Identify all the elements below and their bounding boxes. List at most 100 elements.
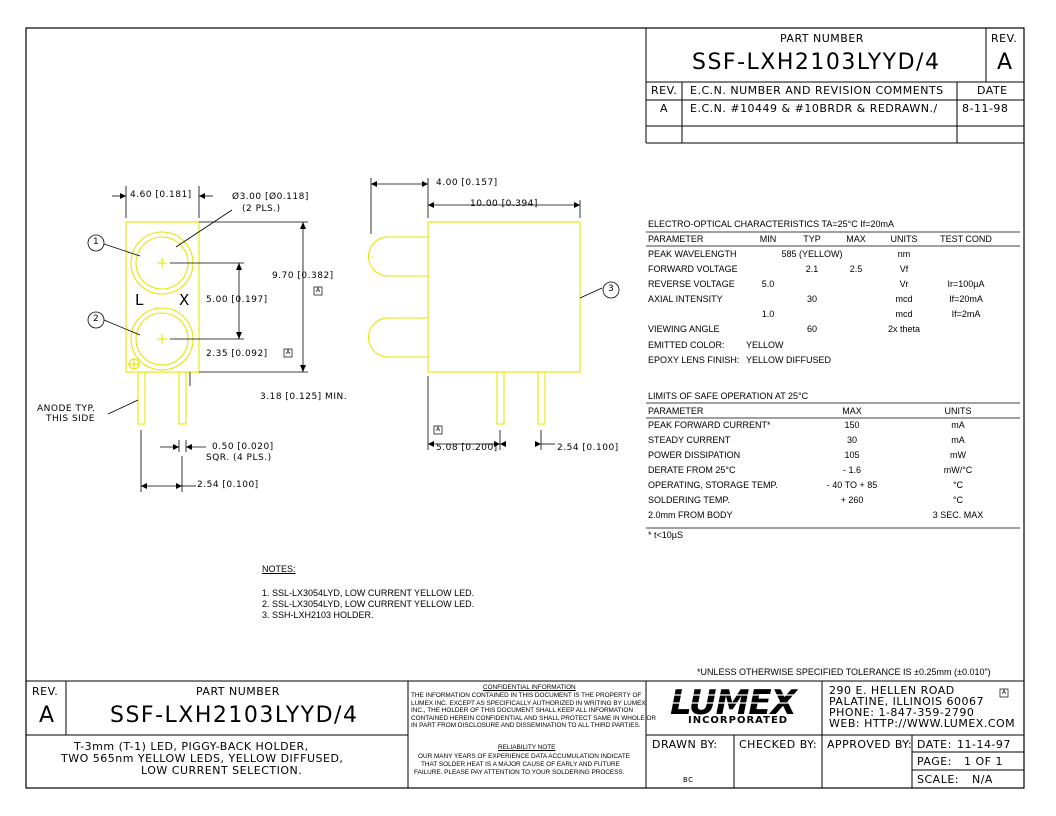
limits-cell: STEADY CURRENT [648,435,731,445]
limits-cell: - 40 TO + 85 [826,480,878,490]
tb-page: 1 OF 1 [964,755,1003,768]
dim-2-54-right: 2.54 [0.100] [557,443,619,453]
eo-header-5: TEST COND [940,234,992,244]
limits-cell: - 1.6 [842,465,862,475]
dim-3-18: 3.18 [0.125] MIN. [260,392,348,402]
limits-cell: POWER DISSIPATION [648,450,741,460]
dim-0-50: 0.50 [0.020] [212,442,274,452]
limits-cell: mA [951,420,965,430]
limits-cell: mA [951,435,965,445]
marker-a-1: A [316,287,321,294]
limits-cell: mW [950,450,966,460]
tb-confidential-title: CONFIDENTIAL INFORMATION [483,684,576,691]
eo-header-3: MAX [846,234,866,244]
dim-0-50-note: SQR. (4 PLS.) [206,453,272,463]
tb-description-1: T-3mm (T-1) LED, PIGGY-BACK HOLDER, [74,740,309,753]
tb-address-2: PALATINE, ILLINOIS 60067 [829,695,984,708]
eo-header-0: PARAMETER [648,234,704,244]
tb-date-label: DATE: [917,738,952,751]
side-lead-right [537,371,546,425]
callout-2-text: 2 [93,314,100,324]
marker-squares [283,286,1009,698]
eo-cell: PEAK WAVELENGTH [648,249,737,259]
top-rev-label: REV. [991,32,1018,45]
rev-header-ecn: E.C.N. NUMBER AND REVISION COMMENTS [690,84,944,97]
side-arrowheads [371,181,580,447]
eo-cell: 5.0 [761,279,775,289]
limits-cell: 150 [844,420,860,430]
side-lead-left [496,371,505,425]
dim-5-08: 5.08 [0.200] [436,443,498,453]
dim-9-70: 9.70 [0.382] [272,271,334,281]
eo-cell: 2x theta [887,324,921,334]
eo-epoxy-value: YELLOW DIFFUSED [746,355,832,365]
tb-part-number: SSF-LXH2103LYYD/4 [110,703,359,728]
top-rev: A [997,50,1014,75]
tb-address-3: PHONE: 1-847-359-2790 [829,706,975,719]
rev-row-rev: A [660,102,669,115]
dim-2-54-left: 2.54 [0.100] [197,480,259,490]
tb-drawn-by-label: DRAWN BY: [652,738,718,751]
tb-address-4: WEB: HTTP://WWW.LUMEX.COM [829,717,1016,730]
limits-cell: °C [952,495,964,505]
eo-cell: Vr [899,279,909,289]
side-view [368,221,581,425]
limits-header-0: PARAMETER [648,406,704,416]
marker-a-3: A [436,426,441,433]
note-3: 3. SSH-LXH2103 HOLDER. [262,610,374,620]
eo-cell: 30 [806,294,818,304]
title-block-lines [26,680,1024,788]
eo-cell: 2.5 [849,264,863,274]
limits-table-lines [646,402,1020,529]
notes-title: NOTES: [262,564,296,574]
lumex-logo: LUMEX [668,683,800,723]
dim-2-35: 2.35 [0.092] [206,349,268,359]
tb-drawn-by: BC [683,776,694,784]
tb-reliability-1: OUR MANY YEARS OF EXPERIENCE DATA ACCUMU… [418,753,630,760]
limits-cell: 30 [846,435,858,445]
eo-table-lines [646,231,1020,247]
tb-rev-label: REV. [32,685,59,698]
eo-header-2: TYP [803,234,821,244]
limits-cell: OPERATING, STORAGE TEMP. [648,480,778,490]
tb-confidential-1: THE INFORMATION CONTAINED IN THIS DOCUME… [411,692,642,699]
tb-marker: A [1002,689,1007,696]
eo-epoxy-label: EPOXY LENS FINISH: [648,355,740,365]
tb-description-2: TWO 565nm YELLOW LEDS, YELLOW DIFFUSED, [61,752,344,765]
limits-cell: DERATE FROM 25°C [648,465,736,475]
tb-rev: A [39,703,56,728]
rev-header-rev: REV. [651,84,678,97]
note-2: 2. SSL-LX3054LYD, LOW CURRENT YELLOW LED… [262,599,475,609]
tb-confidential-3: INC., THE HOLDER OF THIS DOCUMENT SHALL … [411,707,633,714]
top-part-number-label: PART NUMBER [780,32,864,45]
eo-cell: Vf [899,264,909,274]
limits-cell: °C [952,480,964,490]
eo-cell: VIEWING ANGLE [648,324,720,334]
tb-reliability-title: RELIABILITY NOTE [498,744,556,751]
eo-cell: FORWARD VOLTAGE [648,264,738,274]
limits-cell: PEAK FORWARD CURRENT* [648,420,771,430]
front-lead-right [178,371,187,425]
eo-cell: mcd [895,294,913,304]
eo-cell: AXIAL INTENSITY [648,294,723,304]
limits-cell: 105 [844,450,860,460]
eo-cell: nm [897,249,911,259]
tb-reliability-3: FAILURE. PLEASE PAY ATTENTION TO YOUR SO… [414,769,625,776]
tb-address-1: 290 E. HELLEN ROAD [829,684,955,697]
rev-row-date: 8-11-98 [962,102,1009,115]
tolerance-note: *UNLESS OTHERWISE SPECIFIED TOLERANCE IS… [697,667,991,677]
anode-label-2: THIS SIDE [46,414,95,424]
tb-checked-by-label: CHECKED BY: [739,738,818,751]
eo-cell: If=2mA [951,309,981,319]
front-dimensions [103,186,308,492]
tb-confidential-2: LUMEX INC. EXCEPT AS SPECIFICALLY AUTHOR… [411,699,646,707]
dim-10-00: 10.00 [0.394] [470,199,538,209]
limits-cell: SOLDERING TEMP. [648,495,730,505]
eo-cell: 60 [806,324,818,334]
eo-cell: Ir=100µA [947,279,985,289]
limits-footnote: * t<10µS [648,530,683,540]
limits-cell: 3 SEC. MAX [932,510,984,520]
eo-cell: If=20mA [949,294,983,304]
limits-title: LIMITS OF SAFE OPERATION AT 25°C [648,391,809,401]
